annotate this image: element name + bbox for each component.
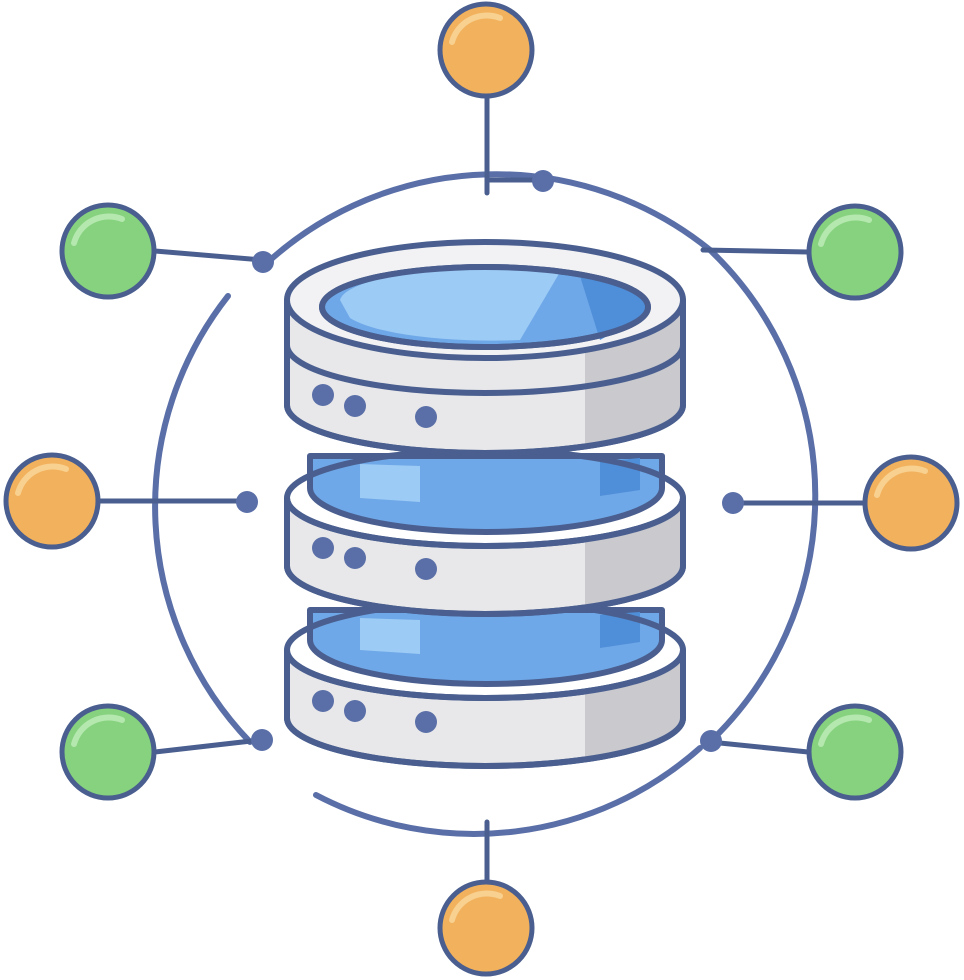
node-upper-right (806, 203, 904, 301)
status-leds-top (312, 384, 437, 428)
node-left (3, 452, 101, 550)
junction-dot-left (236, 491, 258, 513)
connector-upper-left (152, 248, 265, 263)
connector-upper-right (700, 247, 811, 255)
server-unit-top (284, 239, 686, 456)
node-right (862, 454, 960, 552)
status-leds-bottom (312, 690, 437, 733)
junction-dot-lower-left (251, 729, 273, 751)
junction-dots (236, 170, 744, 752)
node-bottom (437, 879, 535, 977)
orbit-arc-right (707, 247, 819, 743)
server-unit-bottom (284, 599, 686, 769)
junction-dot-right (722, 492, 744, 514)
node-top (437, 1, 535, 99)
junction-dot-top (532, 170, 554, 192)
orbit-arc-left (152, 293, 253, 745)
status-leds-middle (312, 537, 437, 580)
server-unit-middle (284, 447, 686, 617)
node-lower-right (806, 703, 904, 801)
node-lower-left (59, 703, 157, 801)
connector-lower-left (152, 737, 263, 755)
node-upper-left (59, 202, 157, 300)
network-nodes (3, 1, 960, 977)
orbit-arc-bottom (313, 745, 703, 837)
connector-lower-right (707, 739, 811, 755)
junction-dot-lower-right (700, 730, 722, 752)
database-server-stack (284, 239, 686, 769)
junction-dot-upper-left (252, 251, 274, 273)
